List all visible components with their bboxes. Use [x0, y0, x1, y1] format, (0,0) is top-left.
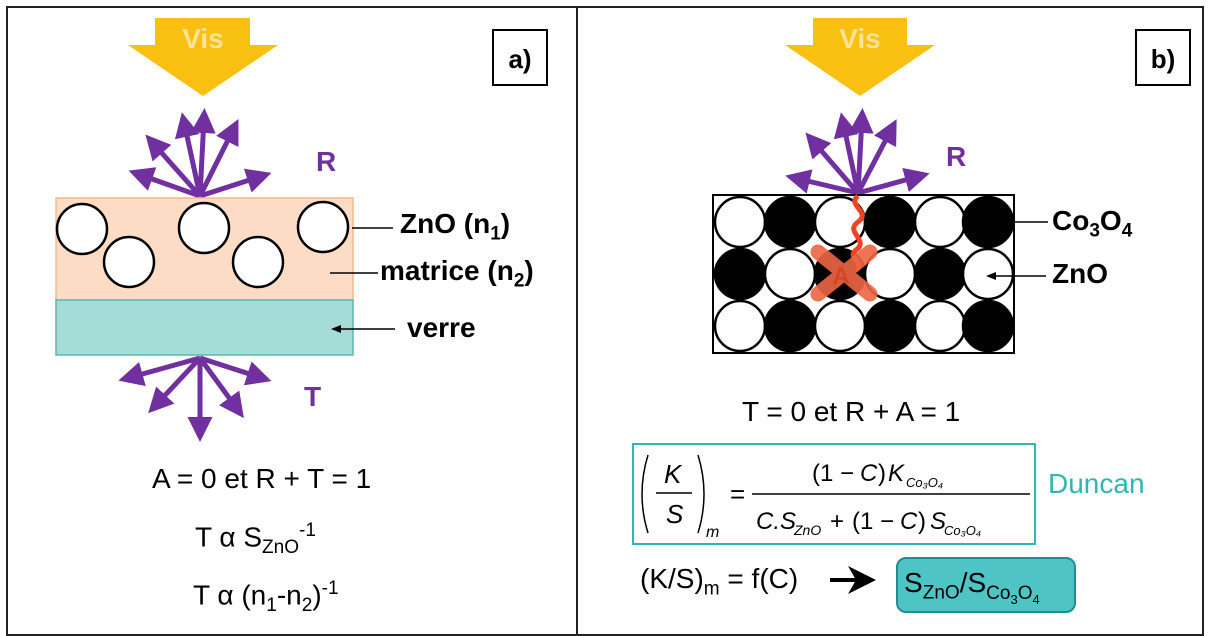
- svg-text:(1: (1: [852, 508, 873, 535]
- zno-label-b: ZnO: [1052, 258, 1108, 289]
- implies-arrow: [848, 566, 876, 594]
- duncan-formula-box: K S m = (1 − C ) K Co₃O₄ C.S ZnO + (1 − …: [632, 443, 1036, 545]
- glass-label: verre: [407, 312, 476, 343]
- absorption-cross: [810, 244, 878, 302]
- tag-b-box: b): [1135, 29, 1191, 86]
- absorb-label: A: [832, 263, 849, 290]
- svg-text:Co₃O₄: Co₃O₄: [906, 475, 943, 490]
- svg-text:a): a): [508, 44, 531, 74]
- vis-arrow-b: Vis: [785, 18, 935, 96]
- glass-layer: [55, 299, 354, 356]
- svg-text:C.S: C.S: [756, 508, 796, 535]
- svg-text:Vis: Vis: [839, 23, 881, 54]
- svg-text:(1: (1: [812, 460, 833, 487]
- tag-a-box: a): [492, 29, 548, 86]
- reflected-rays-a: [128, 108, 272, 199]
- duncan-label: Duncan: [1048, 468, 1145, 499]
- svg-text:S: S: [930, 508, 946, 535]
- svg-text:=: =: [730, 479, 745, 509]
- eq2-a: T α SZnO-1: [195, 520, 316, 558]
- panel-b: [576, 6, 1204, 636]
- svg-text:K: K: [664, 459, 683, 489]
- matrix-label: matrice (n2): [380, 255, 534, 292]
- svg-text:+: +: [830, 508, 844, 535]
- zno-label-a: ZnO (n1): [400, 208, 511, 245]
- svg-text:m: m: [706, 524, 719, 541]
- svg-text:C: C: [900, 508, 918, 535]
- result-ratio: SZnO/SCo3O4: [904, 567, 1040, 607]
- particle-grid-b: [713, 195, 1015, 353]
- result-box: SZnO/SCo3O4: [896, 557, 1076, 613]
- svg-text:−: −: [880, 508, 894, 535]
- svg-text:): ): [878, 460, 886, 487]
- panel-a: [6, 6, 578, 636]
- eq1-b: T = 0 et R + A = 1: [742, 396, 961, 427]
- svg-text:S: S: [666, 499, 684, 529]
- transmitted-rays-a: [118, 355, 272, 442]
- transmit-label-a: T: [304, 381, 321, 412]
- svg-text:Vis: Vis: [182, 23, 224, 54]
- svg-text:Co₃O₄: Co₃O₄: [944, 523, 981, 538]
- eq3-a: T α (n1-n2)-1: [193, 578, 339, 616]
- svg-text:b): b): [1151, 44, 1176, 74]
- svg-text:−: −: [840, 460, 854, 487]
- reflected-rays-b: [785, 108, 930, 196]
- co3o4-label: Co3O4: [1052, 205, 1133, 242]
- eq1-a: A = 0 et R + T = 1: [152, 463, 372, 494]
- svg-text:C: C: [860, 460, 878, 487]
- svg-text:): ): [918, 508, 926, 535]
- vis-arrow-a: Vis: [128, 18, 278, 96]
- svg-text:ZnO: ZnO: [793, 522, 821, 538]
- km-equation: (K/S)m = f(C): [640, 563, 799, 600]
- reflect-label-a: R: [316, 146, 336, 177]
- zno-particles-a: [55, 200, 350, 289]
- duncan-formula: K S m = (1 − C ) K Co₃O₄ C.S ZnO + (1 − …: [641, 454, 1030, 541]
- reflect-label-b: R: [946, 141, 966, 172]
- svg-text:K: K: [888, 460, 905, 487]
